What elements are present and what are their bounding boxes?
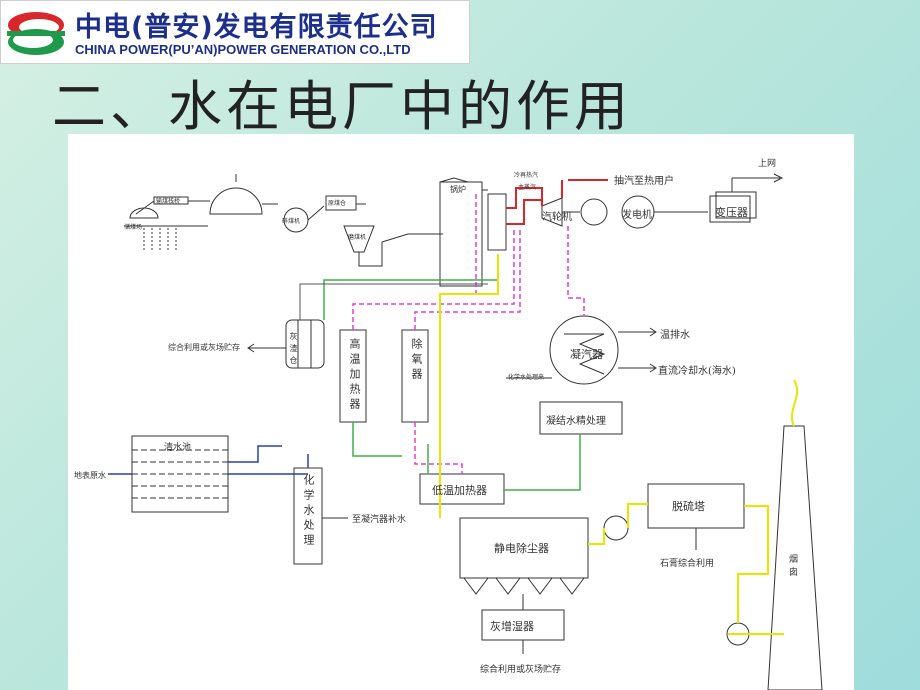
transformer-label: 变压器	[715, 206, 748, 219]
cooling-water-label: 直流冷却水(海水)	[658, 366, 736, 377]
grid-out-label: 上网	[758, 159, 777, 169]
fan-icon	[603, 515, 629, 541]
gypsum-label: 石膏综合利用	[660, 559, 715, 569]
coal-bin-label: 原煤仓	[328, 200, 347, 207]
chem-makeup-label: 化学水处理来	[508, 374, 545, 381]
reheat-cold-label: 冷再热汽	[514, 172, 539, 179]
coal-dome-icon	[209, 187, 263, 215]
ash-use-top-label: 综合利用或灰场贮存	[168, 343, 240, 352]
steam-to-users-label: 抽汽至热用户	[614, 176, 674, 187]
coal-conveyor-label: 输煤栈桥	[156, 198, 181, 205]
deaerator-label: 除氧器	[410, 338, 423, 383]
warm-drain-label: 温排水	[660, 330, 690, 341]
boiler-label: 锅炉	[450, 185, 466, 194]
coal-bin-shape	[325, 195, 357, 211]
diagram-graphics	[108, 173, 823, 690]
transformer-shape	[709, 195, 751, 223]
chimney-shape	[767, 425, 823, 690]
chem-treatment-label: 化学水处理	[302, 474, 315, 549]
esp-label: 静电除尘器	[494, 542, 549, 555]
chimney-label: 烟囱	[787, 554, 797, 580]
company-name-en: CHINA POWER(PU’AN)POWER GENERATION CO.,L…	[75, 42, 411, 57]
ash-use-bottom-label: 综合利用或灰场贮存	[480, 665, 562, 675]
condenser-label: 凝汽器	[570, 348, 603, 361]
condensate-polish-shape	[539, 401, 623, 435]
main-steam-label: 主蒸汽	[518, 184, 537, 191]
ash-silo-shape	[285, 319, 325, 369]
ash-silo-label: 灰渣仓	[289, 332, 298, 368]
lp-heater-label: 低温加热器	[432, 484, 487, 497]
surface-water-label: 地表原水	[74, 471, 106, 480]
desulfur-label: 脱硫塔	[672, 500, 705, 513]
crusher-label: 碎煤机	[282, 218, 301, 225]
mill-icon	[343, 225, 375, 253]
to-condenser-label: 至凝汽器补水	[352, 515, 407, 525]
company-name-cn: 中电(普安)发电有限责任公司	[75, 12, 438, 43]
superheater-shape	[487, 193, 507, 251]
condensate-polish-label: 凝结水精处理	[546, 416, 606, 427]
ash-humidifier-label: 灰增湿器	[490, 620, 534, 633]
company-logo-banner: 中电(普安)发电有限责任公司 CHINA POWER(PU’AN)POWER G…	[0, 0, 470, 64]
generator-label: 发电机	[622, 210, 652, 221]
coal-yard-label: 储煤场	[124, 224, 143, 231]
mill-label: 磨煤机	[348, 234, 367, 241]
turbine-icon	[541, 197, 563, 227]
slide-title: 二、水在电厂中的作用	[52, 75, 632, 138]
boiler-shape	[439, 181, 483, 287]
clear-pool-label: 清水池	[164, 443, 192, 453]
turbine-label: 汽轮机	[542, 212, 572, 223]
company-logo-icon	[7, 12, 65, 55]
coal-yard-icon	[129, 207, 159, 219]
power-plant-process-diagram: 上网 变压器 发电机 汽轮机 抽汽至热用户 锅炉 冷再热汽 主蒸汽 储煤场 输煤…	[68, 134, 854, 690]
hp-heater-label: 高温加热器	[348, 338, 361, 413]
